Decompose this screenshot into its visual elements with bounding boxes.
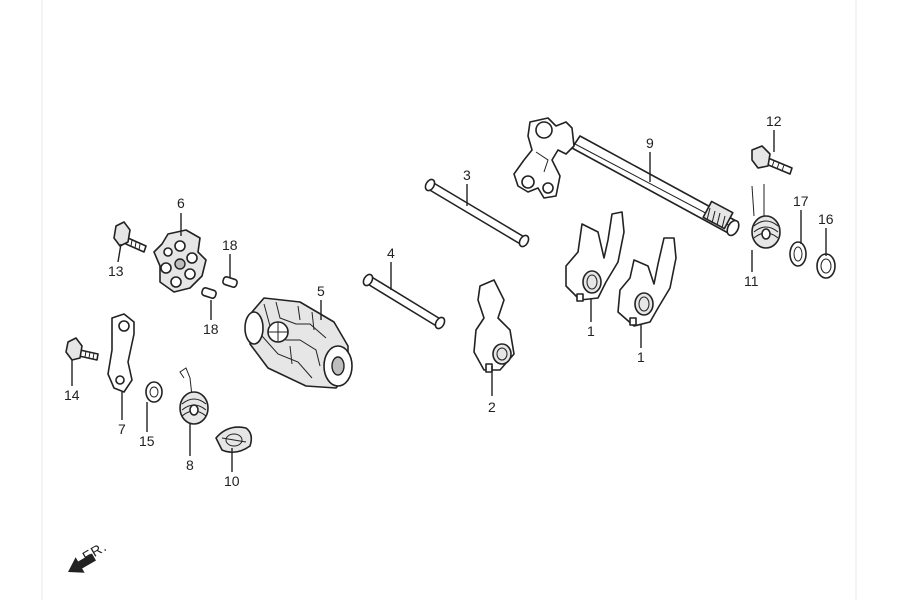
part-labels: 1 1 2 3 4 5 6 7 8 9 10 11 12 13 14 15 16… [64,113,834,489]
label-part-15: 15 [139,433,155,449]
label-part-16: 16 [818,211,834,227]
shift-fork-part-1a [565,211,625,302]
bolt-part-13 [113,221,147,253]
label-part-13: 13 [108,263,124,279]
label-part-14: 14 [64,387,80,403]
label-part-10: 10 [224,473,240,489]
label-part-17: 17 [793,193,809,209]
collar-part-10 [215,426,253,454]
washer-part-16 [816,253,836,279]
label-part-18a: 18 [222,237,238,253]
front-direction-indicator: FR. [68,538,110,573]
washer-part-15 [145,381,163,403]
label-part-9: 9 [646,135,654,151]
spring-part-11 [751,184,781,249]
label-part-3: 3 [463,167,471,183]
dowel-pin-part-18b [201,287,217,299]
spring-part-8 [179,367,209,425]
fork-shaft-part-3 [424,178,530,248]
drum-star-plate-part-6 [153,229,207,293]
label-part-18b: 18 [203,321,219,337]
label-part-8: 8 [186,457,194,473]
leader-lines [71,130,827,472]
stopper-arm-part-7 [107,313,135,393]
label-part-11: 11 [744,273,759,289]
fork-shaft-part-4 [362,273,446,330]
front-arrow-icon [68,553,96,573]
label-part-1b: 1 [637,349,645,365]
bolt-part-14 [65,337,99,361]
label-part-5: 5 [317,283,325,299]
label-part-6: 6 [177,195,185,211]
circlip-part-17 [789,241,807,267]
label-part-12: 12 [766,113,782,129]
label-part-7: 7 [118,421,126,437]
shift-fork-part-2 [473,279,515,373]
shift-shaft-part-9 [513,117,740,237]
shift-fork-part-1b [617,237,677,327]
label-part-1a: 1 [587,323,595,339]
bolt-part-12 [751,145,793,175]
dowel-pin-part-18a [222,276,238,288]
shift-drum-part-5 [244,297,353,389]
label-part-2: 2 [488,399,496,415]
label-part-4: 4 [387,245,395,261]
